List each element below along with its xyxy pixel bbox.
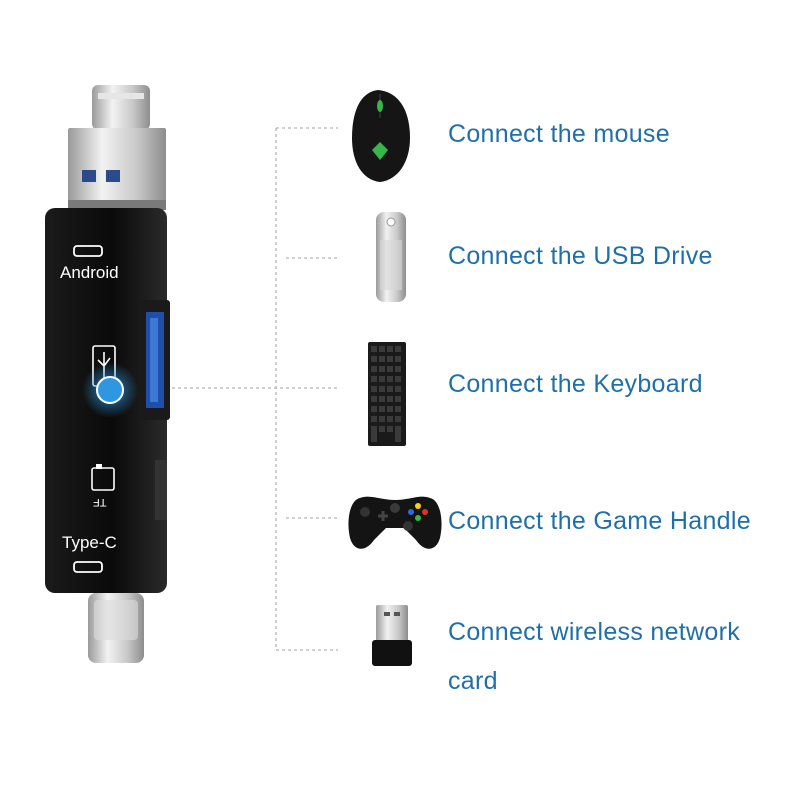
micro-usb-connector xyxy=(92,85,150,130)
caption-game-handle: Connect the Game Handle xyxy=(448,507,751,535)
gaming-mouse-icon xyxy=(352,90,410,182)
caption-wifi-card-line1: Connect wireless network xyxy=(448,618,741,646)
wireless-adapter-icon xyxy=(372,605,412,666)
keyboard-icon xyxy=(368,342,406,446)
caption-usb-drive: Connect the USB Drive xyxy=(448,242,713,270)
caption-mouse: Connect the mouse xyxy=(448,120,670,148)
type-c-connector xyxy=(88,593,144,663)
usb-drive-icon xyxy=(376,212,406,302)
android-port-label: Android xyxy=(60,263,119,282)
type-c-port-label: Type-C xyxy=(62,533,117,552)
gamepad-icon xyxy=(348,496,442,549)
type-c-port-icon xyxy=(73,561,103,573)
tf-card-icon xyxy=(91,464,115,491)
usb-a-connector xyxy=(68,128,166,210)
android-port-icon xyxy=(73,245,103,257)
caption-wifi-card-line2: card xyxy=(448,667,498,695)
highlight-dot xyxy=(96,376,124,404)
caption-keyboard: Connect the Keyboard xyxy=(448,370,703,398)
